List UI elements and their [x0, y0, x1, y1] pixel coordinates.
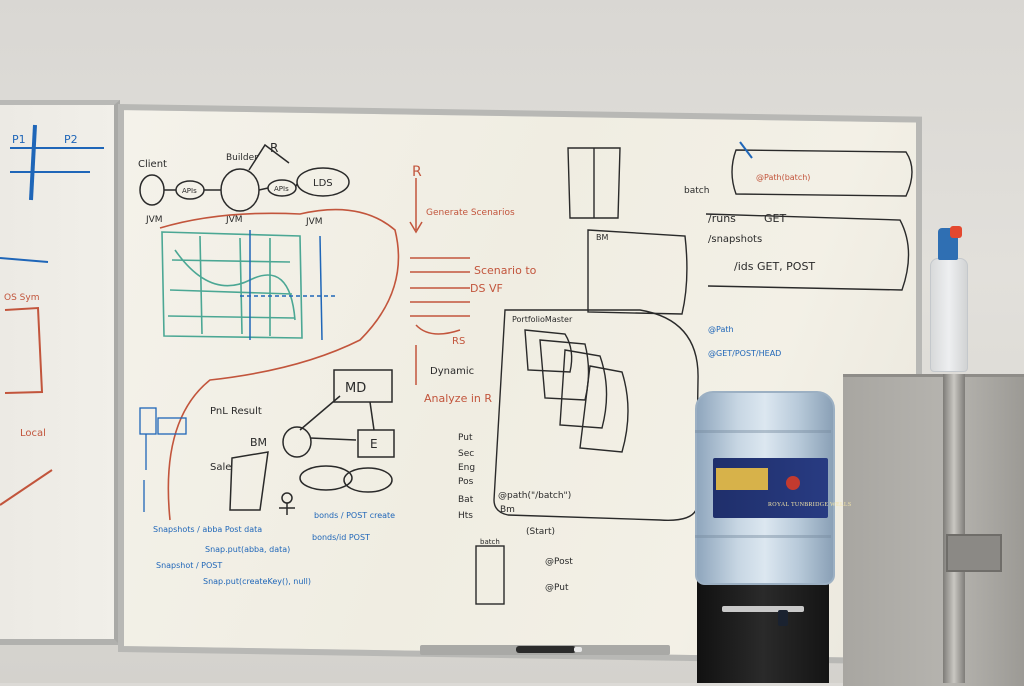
label-jvm-1: JVM	[145, 215, 163, 225]
label-r-title: R	[412, 164, 422, 180]
cooler-tap	[778, 610, 788, 626]
jug-brand-text: ROYAL TUNBRIDGE WELLS	[768, 502, 852, 508]
label-batch-path: @path("/batch")	[498, 491, 571, 501]
label-start: (Start)	[526, 527, 555, 537]
note-bonds-id: bonds/id POST	[312, 533, 370, 542]
jug-logo-icon	[786, 476, 800, 490]
label-builder: Builder	[226, 153, 258, 163]
label-bm: BM	[250, 436, 267, 449]
label-jvm-2: JVM	[225, 215, 243, 225]
label-ds-vf: DS VF	[470, 282, 503, 295]
label-hts: Hts	[458, 511, 473, 521]
portfolio-diagram	[475, 147, 913, 605]
cabinet-handle	[943, 374, 965, 683]
label-post: @Post	[545, 557, 573, 567]
label-client: Client	[138, 159, 167, 170]
label-rs: RS	[452, 336, 465, 347]
label-os-sym: OS Sym	[4, 293, 39, 303]
label-p2: P2	[64, 133, 78, 146]
blue-arrow	[739, 141, 753, 159]
center-notes	[409, 178, 470, 385]
label-pnl: PnL Result	[210, 406, 262, 417]
jug-label-stripe	[716, 468, 768, 490]
label-analyze: Analyze in R	[424, 392, 492, 405]
label-runs: /runs	[708, 212, 736, 225]
note-get-post: @GET/POST/HEAD	[708, 349, 781, 358]
label-bat: Bat	[458, 495, 474, 505]
note-snapshot-post: Snapshot / POST	[156, 561, 222, 570]
label-snapshots-right: /snapshots	[708, 234, 762, 245]
note-path: @Path	[708, 325, 734, 334]
label-generate: Generate Scenarios	[426, 208, 515, 218]
label-batch: batch	[480, 538, 500, 546]
label-r: R	[270, 141, 278, 155]
label-p1: P1	[12, 133, 26, 146]
note-snap-put2: Snap.put(createKey(), null)	[203, 577, 311, 586]
jug-ridge	[695, 535, 831, 538]
blue-code-notes: Snapshots / abba Post data Snap.put(abba…	[153, 325, 781, 586]
left-whiteboard	[0, 100, 120, 645]
label-apis-2: APIs	[274, 185, 289, 193]
label-lds: LDS	[313, 178, 333, 189]
label-eng: Eng	[458, 463, 475, 473]
label-put2: @Put	[545, 583, 569, 593]
right-notes: batch /runs GET /snapshots /ids GET, POS…	[596, 173, 815, 273]
jug-ridge	[695, 430, 831, 433]
note-snap-put: Snap.put(abba, data)	[205, 545, 290, 554]
label-local: Local	[20, 428, 46, 439]
label-put: Put	[458, 433, 473, 443]
label-bm2: Bm	[500, 505, 515, 515]
label-portfolio-master: PortfolioMaster	[512, 315, 573, 324]
label-dynamic: Dynamic	[430, 366, 474, 377]
label-e: E	[370, 437, 378, 451]
left-board-ink	[0, 124, 104, 506]
label-right-batch: batch	[684, 186, 709, 196]
water-cooler-base	[697, 568, 829, 683]
spray-trigger	[950, 226, 962, 238]
label-apis-1: APIs	[182, 187, 197, 195]
blue-left-diagram	[139, 407, 187, 512]
label-md: MD	[345, 381, 366, 396]
note-bonds: bonds / POST create	[314, 511, 395, 520]
marker	[516, 646, 582, 653]
label-jvm-3: JVM	[305, 217, 323, 227]
label-get: GET	[764, 212, 786, 225]
spray-bottle	[930, 258, 968, 372]
label-pos: Pos	[458, 477, 474, 487]
green-grid-drawing	[161, 231, 303, 339]
label-sale: Sale	[210, 462, 231, 473]
blue-axes	[240, 230, 335, 341]
cooler-band	[722, 606, 804, 612]
cabinet-hinge	[946, 534, 1002, 572]
label-sec: Sec	[458, 449, 474, 459]
label-scenario: Scenario to	[474, 264, 537, 277]
label-opath: @Path(batch)	[756, 173, 810, 182]
label-bm-right: BM	[596, 233, 608, 242]
md-e-diagram	[229, 369, 395, 515]
label-ids-get: /ids GET, POST	[734, 260, 815, 273]
red-boundary	[159, 208, 400, 521]
jvm-diagram	[139, 143, 350, 212]
filing-cabinet	[843, 374, 1024, 686]
note-snapshots: Snapshots / abba Post data	[153, 525, 262, 534]
